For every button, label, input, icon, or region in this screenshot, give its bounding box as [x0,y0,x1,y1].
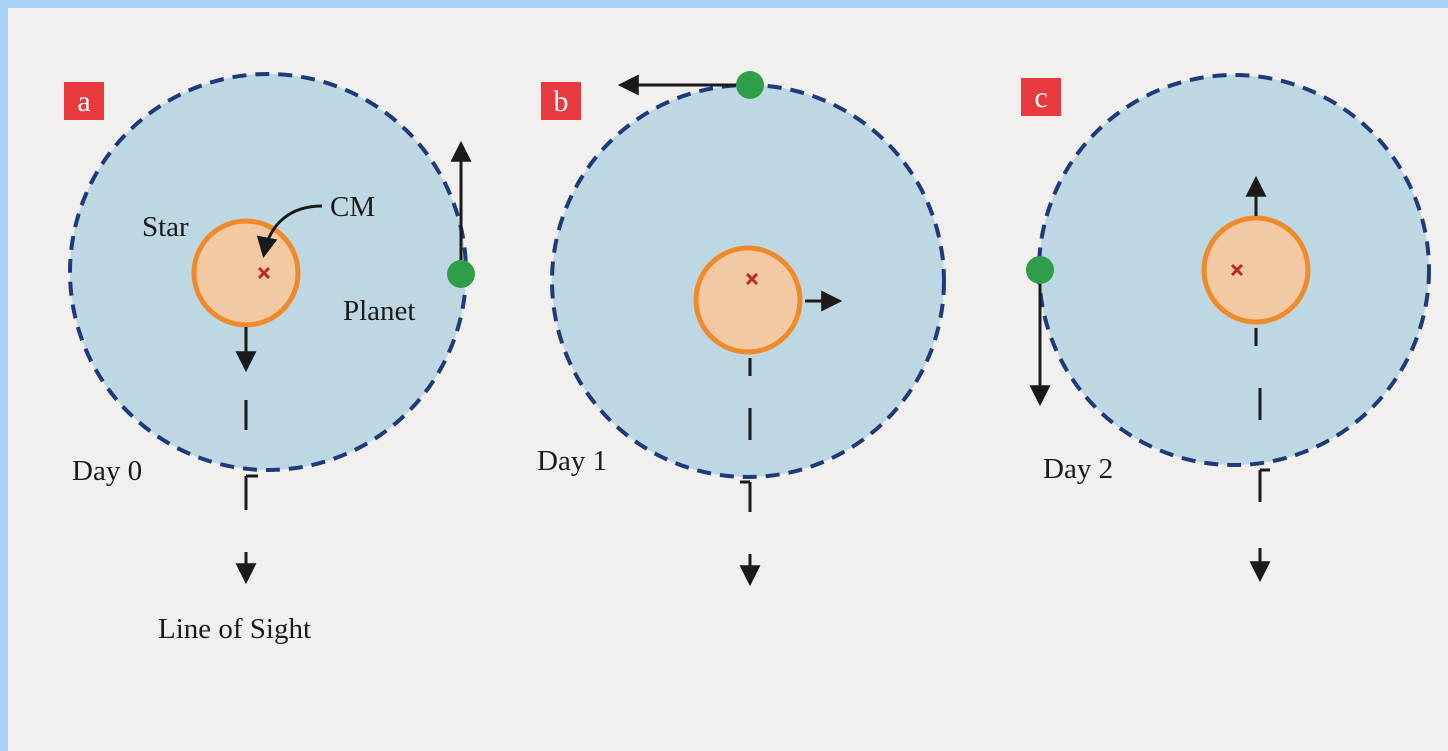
star-a [191,218,301,328]
cm-marker-a [257,266,271,280]
line-of-sight-a [235,400,258,585]
badge-b-label: b [554,85,569,118]
badge-a [64,82,104,120]
star-label: Star [142,211,189,243]
line-of-sight-b [739,358,761,587]
star-c [1201,215,1311,325]
day-label-c: Day 2 [1043,453,1113,485]
badge-c [1021,78,1061,116]
planet-label: Planet [343,295,416,327]
day-label-b: Day 1 [537,445,607,477]
cm-marker-c [1230,263,1244,277]
line-of-sight-c [1249,328,1271,583]
cm-marker-b [745,272,759,286]
day-label-a: Day 0 [72,455,142,487]
star-b [693,245,803,355]
planet-c [1026,256,1054,284]
panel-c: c Day 2 [1021,73,1431,583]
cm-label: CM [330,191,375,223]
cm-pointer-arrow [256,204,323,259]
line-of-sight-label: Line of Sight [158,613,311,645]
planet-b [736,71,764,99]
badge-a-label: a [77,85,90,118]
planet-a [447,260,475,288]
badge-c-label: c [1034,81,1047,114]
badge-b [541,82,581,120]
panel-a: a Star CM Planet Day 0 Line of Sight [64,72,475,645]
panel-b: b Day 1 [537,71,946,587]
